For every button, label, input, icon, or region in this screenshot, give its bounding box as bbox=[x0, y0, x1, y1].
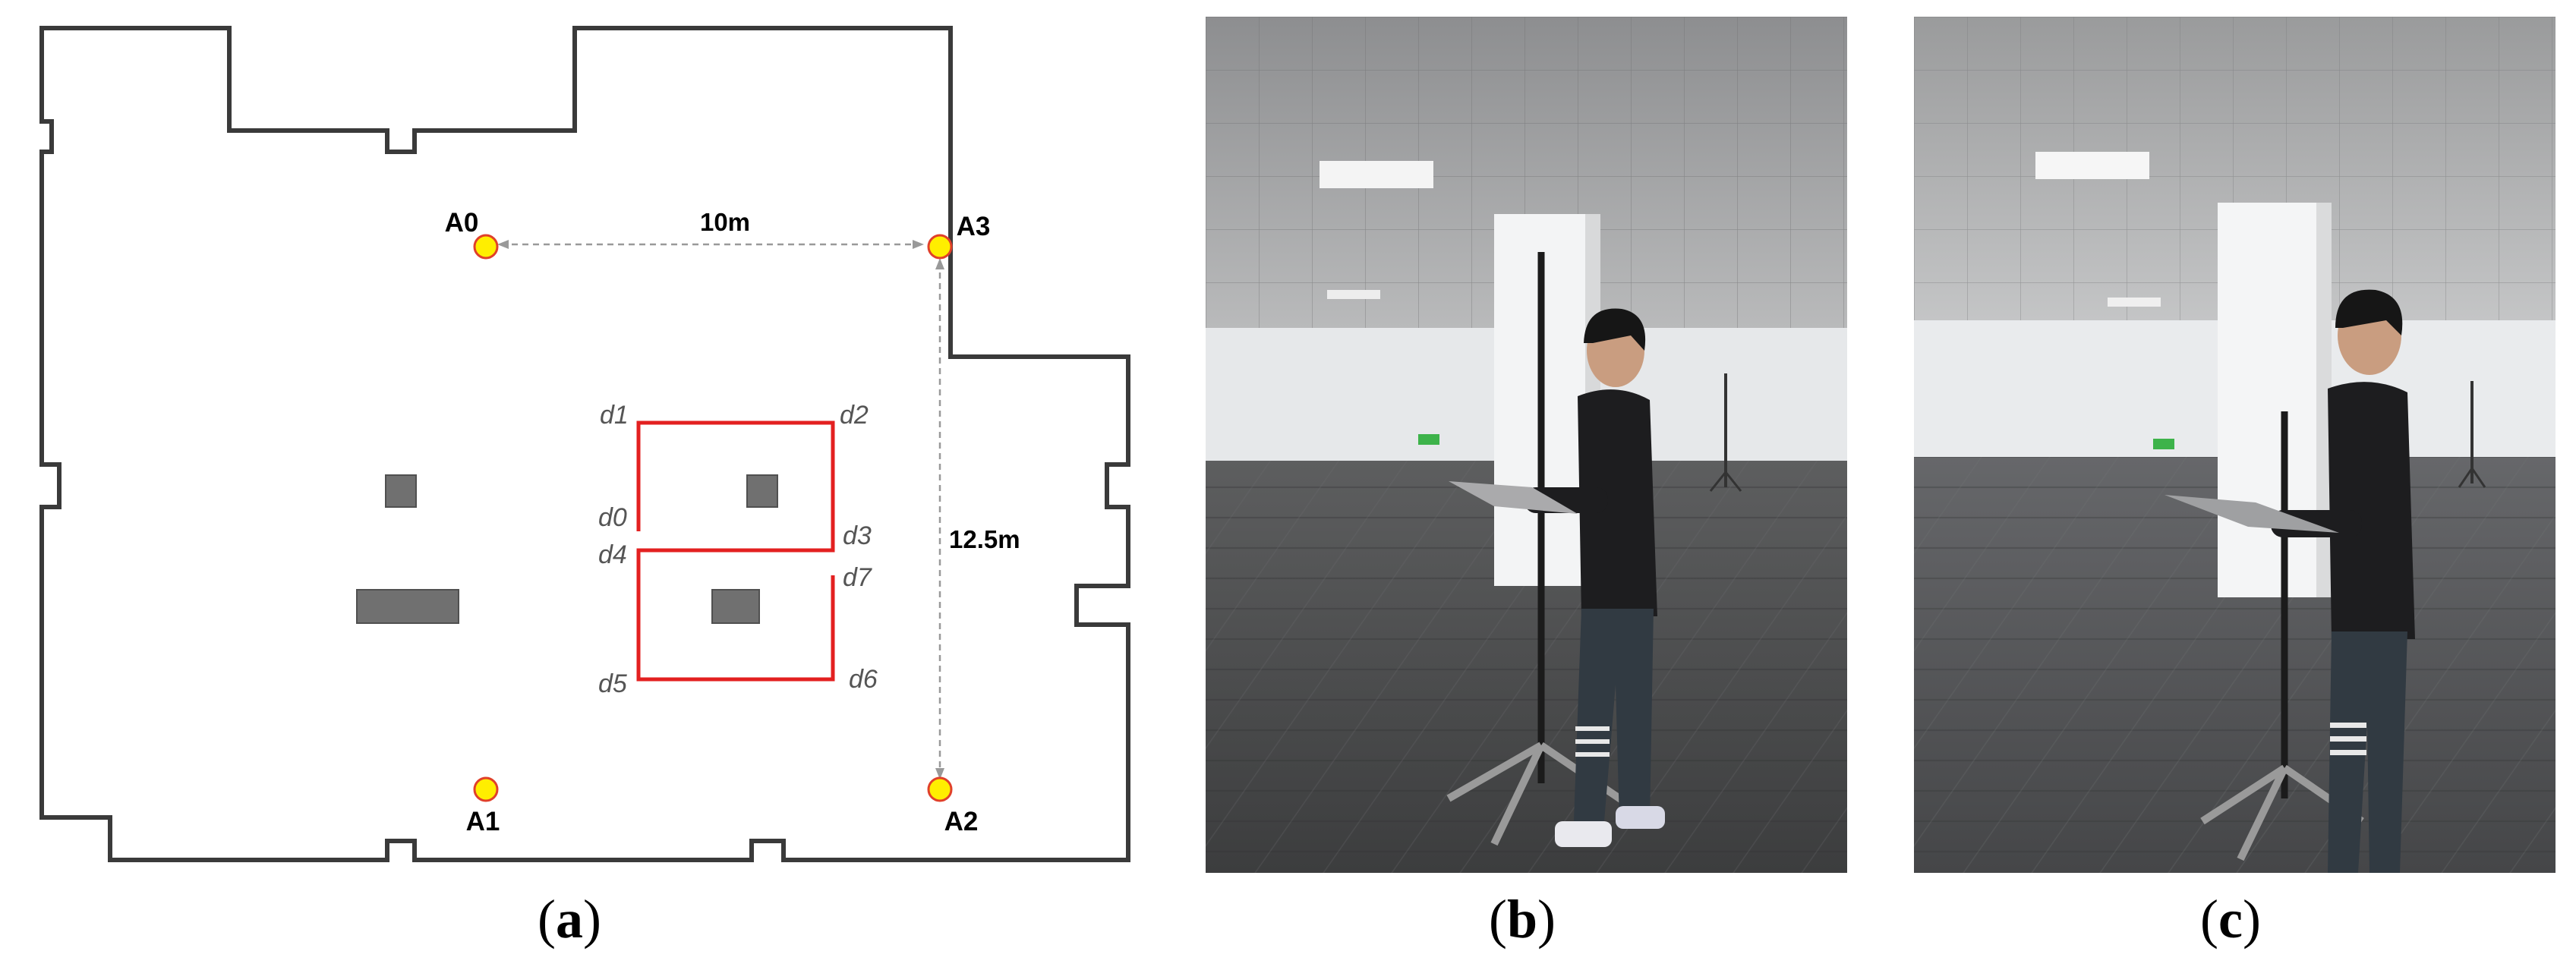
pillar bbox=[711, 589, 760, 624]
ceiling-light bbox=[1327, 290, 1380, 299]
photo-c bbox=[1914, 17, 2556, 873]
arrow-head bbox=[913, 240, 924, 249]
person-torso bbox=[2328, 382, 2415, 639]
tripod-leg bbox=[1446, 742, 1543, 802]
waypoint-label: d0 bbox=[598, 503, 627, 532]
waypoint-label: d3 bbox=[843, 521, 872, 550]
caption-letter: b bbox=[1506, 889, 1538, 950]
pillar bbox=[746, 474, 778, 508]
path-segment-upper bbox=[636, 420, 835, 682]
waypoint-label: d6 bbox=[849, 665, 878, 694]
waypoint-label: d4 bbox=[598, 540, 627, 569]
trouser-stripe bbox=[1575, 726, 1610, 731]
room-outline bbox=[39, 26, 1130, 862]
arrow-head bbox=[935, 258, 944, 269]
pillar bbox=[385, 474, 417, 508]
trouser-stripe bbox=[2330, 750, 2366, 755]
caption-letter: c bbox=[2218, 889, 2243, 950]
anchor-label-a0: A0 bbox=[445, 208, 479, 238]
ceiling-light bbox=[1320, 161, 1433, 188]
trouser-stripe bbox=[1575, 752, 1610, 757]
shoe bbox=[1616, 806, 1665, 829]
distant-tripod bbox=[1709, 471, 1727, 492]
tripod-leg bbox=[2237, 766, 2288, 861]
photo-b bbox=[1206, 17, 1847, 873]
person-hair bbox=[2335, 289, 2403, 335]
dimension-label-vertical: 12.5m bbox=[949, 525, 1020, 553]
laptop bbox=[2165, 495, 2339, 533]
person-legs bbox=[2328, 631, 2407, 873]
waypoint-label: d5 bbox=[598, 669, 627, 698]
distant-tripod bbox=[2458, 468, 2474, 488]
caption-b: (b) bbox=[1488, 889, 1556, 950]
distant-tripod bbox=[1724, 471, 1742, 492]
pillar bbox=[356, 589, 459, 624]
exit-sign bbox=[2153, 439, 2174, 449]
anchor-label-a3: A3 bbox=[957, 212, 991, 241]
caption-a: (a) bbox=[538, 889, 601, 950]
ceiling-light bbox=[2035, 152, 2149, 179]
anchor-label-a1: A1 bbox=[466, 807, 500, 836]
person-torso bbox=[1578, 389, 1657, 616]
tripod-leg bbox=[2200, 764, 2287, 825]
floor-plan: 10m 12.5m d1 d2 d0 d3 d4 d7 d5 d6 A0 A1 … bbox=[39, 26, 1130, 862]
waypoint-label: d2 bbox=[840, 401, 869, 430]
caption-letter: a bbox=[556, 889, 583, 950]
distant-tripod bbox=[2470, 468, 2486, 488]
anchor-marker-a2 bbox=[927, 776, 953, 802]
laptop bbox=[1449, 481, 1578, 514]
waypoint-label: d1 bbox=[600, 401, 629, 430]
shoe bbox=[1555, 821, 1612, 847]
trouser-stripe bbox=[2330, 736, 2366, 742]
anchor-marker-a1 bbox=[473, 776, 499, 802]
anchor-marker-a0 bbox=[473, 234, 499, 260]
ceiling-light bbox=[2108, 298, 2161, 307]
person-hair bbox=[1584, 308, 1646, 351]
tripod-leg bbox=[1490, 743, 1545, 846]
dimension-label-horizontal: 10m bbox=[700, 208, 750, 236]
arrow-head bbox=[935, 768, 944, 779]
trouser-stripe bbox=[2330, 723, 2366, 728]
anchor-label-a2: A2 bbox=[944, 807, 979, 836]
column-shadow bbox=[2316, 203, 2332, 597]
column bbox=[2218, 203, 2332, 597]
caption-c: (c) bbox=[2200, 889, 2261, 950]
arrow-head bbox=[497, 240, 509, 249]
exit-sign bbox=[1418, 434, 1439, 445]
waypoint-label: d7 bbox=[843, 563, 872, 592]
person-legs bbox=[1574, 609, 1654, 821]
anchor-marker-a3 bbox=[927, 234, 953, 260]
trouser-stripe bbox=[1575, 739, 1610, 744]
